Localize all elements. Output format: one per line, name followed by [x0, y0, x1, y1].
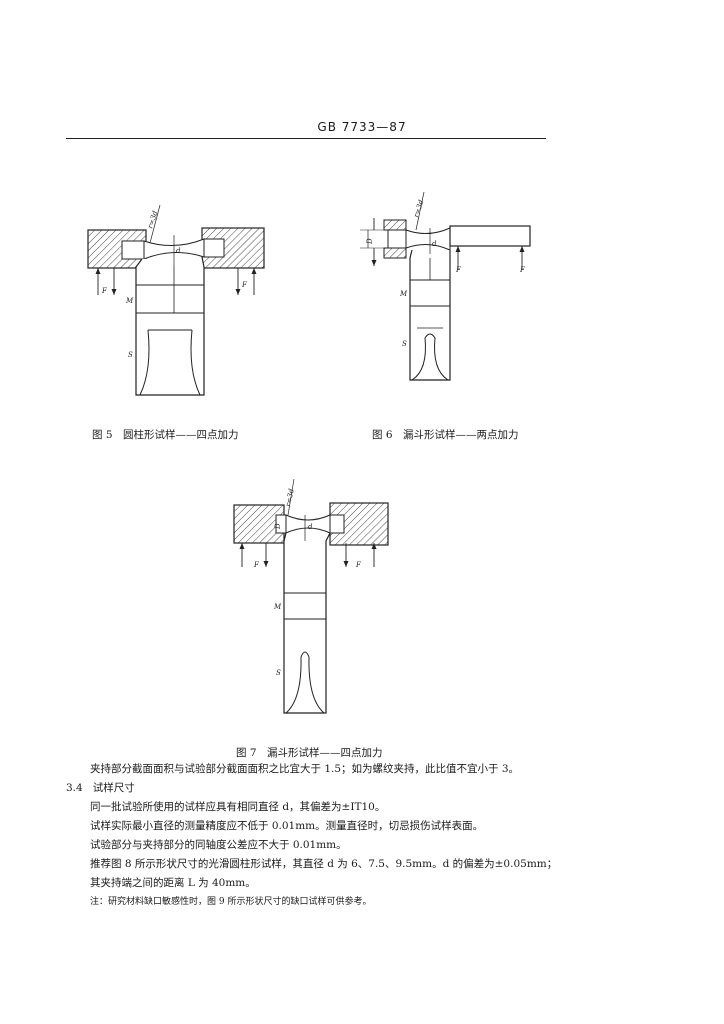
fig7-m-label: M	[273, 603, 282, 611]
fig7-D-label: D	[274, 523, 282, 530]
fig5-s-label: S	[128, 351, 133, 359]
figure-5-diagram: F F M S d r=3d	[87, 204, 265, 396]
fig5-d-label: d	[176, 247, 181, 255]
page-header: GB 7733—87	[317, 120, 407, 134]
paragraph-coaxiality: 试验部分与夹持部分的同轴度公差应不大于 0.01mm。	[90, 839, 347, 851]
fig5-m-label: M	[125, 297, 134, 305]
figure-7-diagram: F F M S d D r=3d	[233, 478, 389, 714]
fig5-r-label: r=3d	[146, 209, 159, 229]
paragraph-measure: 试样实际最小直径的测量精度应不低于 0.01mm。测量直径时，切忌损伤试样表面。	[90, 820, 484, 832]
fig5-force-label-left: F	[101, 287, 108, 295]
fig6-force-label-right: F	[519, 266, 526, 274]
figure-6-caption: 图 6 漏斗形试样——两点加力	[372, 429, 519, 441]
fig7-r-label: r=3d	[284, 487, 296, 507]
fig6-d-label: d	[432, 240, 437, 248]
paragraph-grip-ratio: 夹持部分截面面积与试验部分截面面积之比宜大于 1.5；如为螺纹夹持，此比值不宜小…	[90, 763, 520, 775]
fig5-force-label-right: F	[241, 281, 248, 289]
paragraph-diameter: 同一批试验所使用的试样应具有相同直径 d，其偏差为±IT10。	[90, 801, 386, 813]
fig6-D-label: D	[366, 238, 374, 245]
section-number: 3.4	[66, 782, 83, 794]
fig6-force-label-left: F	[455, 266, 462, 274]
figure-5-caption: 图 5 圆柱形试样——四点加力	[92, 429, 239, 441]
fig6-r-label: r=3d	[412, 198, 425, 218]
fig6-s-label: S	[402, 340, 407, 348]
fig6-m-label: M	[399, 290, 408, 298]
header-rule	[66, 138, 546, 139]
figure-6-diagram: F F M S d D r=3d	[360, 191, 531, 381]
fig7-force-label-right: F	[355, 561, 362, 569]
note: 注：研究材料缺口敏感性时，图 9 所示形状尺寸的缺口试样可供参考。	[90, 897, 372, 907]
fig7-s-label: S	[276, 669, 281, 677]
fig7-force-label-left: F	[253, 561, 260, 569]
fig7-d-label: d	[308, 523, 313, 531]
section-heading-3-4: 3.4 试样尺寸	[66, 779, 135, 798]
section-title: 试样尺寸	[92, 782, 135, 794]
paragraph-recommend: 推荐图 8 所示形状尺寸的光滑圆柱形试样，其直径 d 为 6、7.5、9.5mm…	[90, 858, 558, 870]
paragraph-distance: 其夹持端之间的距离 L 为 40mm。	[90, 877, 256, 889]
figure-7-caption: 图 7 漏斗形试样——四点加力	[236, 747, 383, 759]
